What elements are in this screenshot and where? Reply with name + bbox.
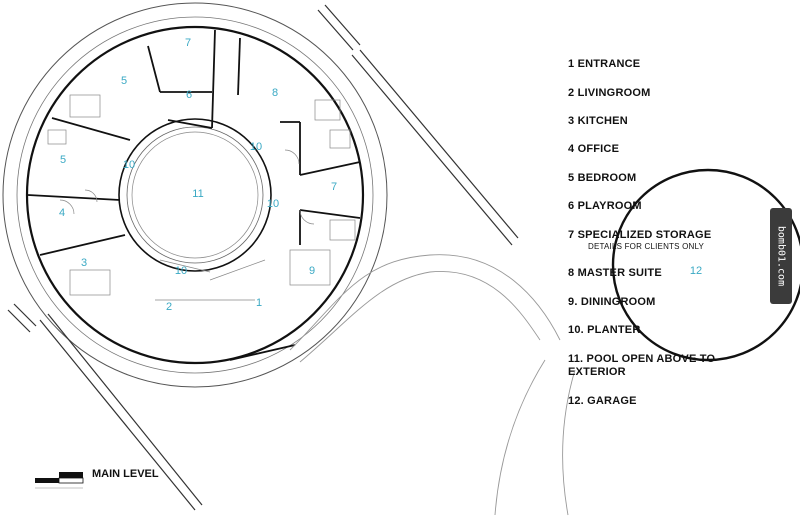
legend-item-text: 1 ENTRANCE [568, 58, 641, 70]
legend-item: 10. PLANTER [568, 324, 748, 337]
room-number-label: 5 [121, 75, 127, 87]
legend-item: 1 ENTRANCE [568, 58, 748, 71]
legend-item-text: 8 MASTER SUITE [568, 267, 662, 279]
room-number-label: 3 [81, 257, 87, 269]
fixture-details [47, 94, 356, 301]
garage-circle [611, 168, 800, 362]
legend-item-text: 10. PLANTER [568, 324, 641, 336]
legend-item: 12. GARAGE [568, 395, 748, 408]
legend-item-text: 6 PLAYROOM [568, 200, 642, 212]
room-number-label: 5 [60, 154, 66, 166]
room-number-label: 7 [331, 181, 337, 193]
inner-ring-wall [118, 118, 272, 272]
planter-ring [126, 126, 264, 264]
watermark-text: bomb01.com [775, 225, 787, 287]
room-numbers: 7 5 6 8 10 5 11 10 7 10 4 3 9 10 2 1 12 [59, 37, 702, 313]
retaining-walls [7, 4, 519, 511]
room-number-label: 12 [690, 265, 702, 277]
room-number-label: 10 [267, 198, 279, 210]
legend-item: 5 BEDROOM [568, 172, 748, 185]
legend-item: 2 LIVINGROOM [568, 87, 748, 100]
scale-bar [35, 472, 84, 489]
legend-item-text: 11. POOL OPEN ABOVE TO EXTERIOR [568, 353, 716, 378]
legend-item: 4 OFFICE [568, 143, 748, 156]
outer-wall [25, 25, 365, 365]
legend-item: 8 MASTER SUITE [568, 267, 748, 280]
room-number-label: 8 [272, 87, 278, 99]
room-number-label: 1 [256, 297, 262, 309]
level-label: MAIN LEVEL [92, 468, 159, 480]
legend-item-subtext: DETAILS FOR CLIENTS ONLY [588, 242, 705, 251]
legend-item-text: 9. DININGROOM [568, 296, 656, 308]
room-number-label: 10 [175, 265, 187, 277]
legend-item: 6 PLAYROOM [568, 200, 748, 213]
room-number-label: 2 [166, 301, 172, 313]
legend-item-text: 4 OFFICE [568, 143, 620, 155]
partition-walls [27, 29, 361, 361]
room-number-label: 9 [309, 265, 315, 277]
legend-item: 9. DININGROOM [568, 296, 748, 309]
room-number-label: 6 [186, 89, 192, 101]
room-number-label: 10 [250, 141, 262, 153]
legend-item-text: 2 LIVINGROOM [568, 87, 651, 99]
room-number-label: 10 [123, 159, 135, 171]
pool-edge [131, 131, 259, 259]
terrace-ring-inner [16, 16, 374, 374]
outer-terrace-ring [2, 2, 388, 388]
legend-item: 11. POOL OPEN ABOVE TO EXTERIOR [568, 353, 748, 379]
driveway [289, 254, 576, 516]
legend-item-text: 12. GARAGE [568, 395, 637, 407]
legend-item-text: 3 KITCHEN [568, 115, 628, 127]
room-number-label: 7 [185, 37, 191, 49]
room-number-label: 11 [192, 188, 203, 200]
legend-item: 3 KITCHEN [568, 115, 748, 128]
legend-item-text: 5 BEDROOM [568, 172, 637, 184]
legend-item-text: 7 SPECIALIZED STORAGE [568, 229, 712, 241]
room-number-label: 4 [59, 207, 65, 219]
watermark: bomb01.com [770, 208, 792, 304]
